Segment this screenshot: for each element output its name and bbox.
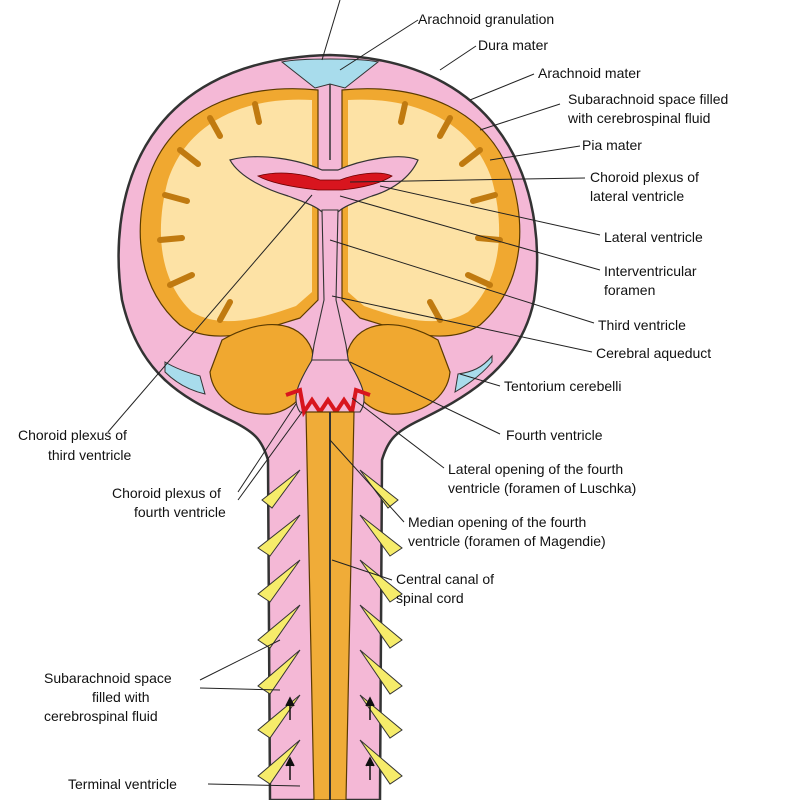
choroid-plexus-fourth [285,387,371,418]
label-subarachnoid-top-line2: with cerebrospinal fluid [567,110,710,126]
label-subarachnoid-spine-line2: filled with [92,689,150,705]
label-choroid-lateral-line2: lateral ventricle [590,188,684,204]
label-terminal-ventricle: Terminal ventricle [68,776,177,792]
label-choroid-fourth-line1: Choroid plexus of [112,485,221,501]
gyri-right [398,101,503,323]
label-fourth-ventricle: Fourth ventricle [506,427,603,443]
label-interventricular-line1: Interventricular [604,263,697,279]
leader-lines [107,0,601,787]
label-lateral-opening-line1: Lateral opening of the fourth [448,461,623,477]
right-hemisphere-white-matter [348,99,500,322]
label-arachnoid-mater: Arachnoid mater [538,65,641,81]
label-subarachnoid-spine-line3: cerebrospinal fluid [44,708,158,724]
left-hemisphere-white-matter [160,99,312,322]
label-choroid-lateral-line1: Choroid plexus of [590,169,699,185]
superior-sagittal-sinus [280,58,380,89]
tentorial-csf-right [454,354,493,393]
label-subarachnoid-top-line1: Subarachnoid space filled [568,91,728,107]
label-subarachnoid-spine-line1: Subarachnoid space [44,670,172,686]
label-median-opening-line2: ventricle (foramen of Magendie) [408,533,606,549]
label-dura-mater: Dura mater [478,37,548,53]
label-tentorium-cerebelli: Tentorium cerebelli [504,378,622,394]
label-third-ventricle: Third ventricle [598,317,686,333]
label-lateral-opening-line2: ventricle (foramen of Luschka) [448,480,636,496]
gyri-left [157,101,262,323]
label-choroid-third-line1: Choroid plexus of [18,427,127,443]
csf-flow-arrows [285,696,375,780]
spinal-nerves-left [257,469,301,785]
label-central-canal-line2: spinal cord [396,590,464,606]
label-interventricular-line2: foramen [604,282,655,298]
label-median-opening-line1: Median opening of the fourth [408,514,586,530]
label-choroid-fourth-line2: fourth ventricle [134,504,226,520]
label-cerebral-aqueduct: Cerebral aqueduct [596,345,711,361]
tentorial-csf-left [164,361,206,395]
label-central-canal-line1: Central canal of [396,571,494,587]
label-choroid-third-line2: third ventricle [48,447,131,463]
choroid-plexus-lateral [256,172,393,191]
label-pia-mater: Pia mater [582,137,642,153]
spinal-nerves-right [359,469,403,785]
label-lateral-ventricle: Lateral ventricle [604,229,703,245]
label-arachnoid-granulation: Arachnoid granulation [418,11,554,27]
